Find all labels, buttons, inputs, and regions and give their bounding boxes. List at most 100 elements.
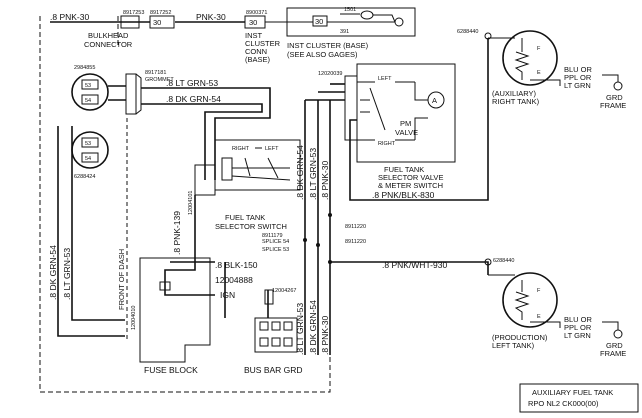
aux-tank-label-2: RIGHT TANK) xyxy=(492,97,540,106)
grd-frame-bot-1: GRD xyxy=(606,341,623,350)
wire-label-pnk-139: .8 PNK-139 xyxy=(172,211,182,255)
fuse-block: .8 BLK-150 12004888 IGN FUSE BLOCK xyxy=(139,257,258,375)
part-num-12004101: 12004101 xyxy=(188,191,194,215)
part-num-8911220-a: 8911220 xyxy=(345,224,366,230)
selector-switch-label-1: FUEL TANK xyxy=(225,213,265,222)
grommet-label: GROMMET xyxy=(145,77,174,83)
wire-label-pnk30-top: .8 PNK-30 xyxy=(50,12,89,22)
terminal-1501: 1501 xyxy=(344,7,356,13)
wires-grommet: .8 LT GRN-53 .8 DK GRN-54 xyxy=(108,78,271,180)
blu-or-top-1: BLU OR xyxy=(564,65,593,74)
fuse-block-label: FUSE BLOCK xyxy=(144,365,198,375)
wire-label-dk-grn-54: .8 DK GRN-54 xyxy=(166,94,221,104)
part-num-12004888: 12004888 xyxy=(215,275,253,285)
prod-tank-sender: F E BLU OR PPL OR LT GRN GRD FRAME (PROD… xyxy=(488,272,626,358)
connector-2984855: 2984855 53 54 xyxy=(71,65,109,111)
part-num-8917181: 8917181 xyxy=(145,70,166,76)
terminal-54-top: 54 xyxy=(85,98,91,104)
grd-frame-top-2: FRAME xyxy=(600,101,626,110)
part-num-6288440-bot: 6288440 xyxy=(493,258,514,264)
bulkhead-label-2: CONNECTOR xyxy=(84,40,133,49)
sender-f-top: F xyxy=(537,46,541,52)
fuel-tank-selector-switch: RIGHT LEFT 12004101 FUEL TANK SELECTOR S… xyxy=(188,139,301,231)
selector-valve-meter-switch: 12020039 LEFT RIGHT A PM VALVE FUEL TANK… xyxy=(318,63,456,190)
wire-label-pnk-blk-830: .8 PNK/BLK-830 xyxy=(372,190,435,200)
splice-54: SPLICE 54 xyxy=(262,239,289,245)
blu-or-bot-3: LT GRN xyxy=(564,331,591,340)
inst-cluster-gauge: 30 1501 391 INST CLUSTER (BASE) (SEE ALS… xyxy=(265,7,416,59)
wire-label-dk-grn-54-vert: .8 DK GRN-54 xyxy=(48,245,58,300)
prod-tank-label-1: (PRODUCTION) xyxy=(492,333,548,342)
terminal-53-bot: 53 xyxy=(85,141,91,147)
selector-valve-label-2: SELECTOR VALVE xyxy=(378,173,443,182)
part-num-12004267: 12004267 xyxy=(272,288,296,294)
wire-label-pnk-30-right: .8 PNK-30 xyxy=(320,161,330,200)
wires-left-vertical: .8 LT GRN-53 .8 DK GRN-54 xyxy=(48,126,125,337)
part-num-6288424: 6288424 xyxy=(74,174,95,180)
terminal-30-cluster: 30 xyxy=(315,17,323,26)
front-of-dash: FRONT OF DASH 12004010 xyxy=(117,118,137,340)
selector-valve-label-3: & METER SWITCH xyxy=(378,181,443,190)
prod-tank-label-2: LEFT TANK) xyxy=(492,341,535,350)
wire-label-pnk-30-bottom: .8 PNK-30 xyxy=(320,316,330,355)
part-num-8917253: 8917253 xyxy=(123,10,144,16)
bus-bar-grd: 12004267 BUS BAR GRD xyxy=(224,262,303,375)
wire-label-lt-grn-53-right: .8 LT GRN-53 xyxy=(308,148,318,200)
part-num-2984855: 2984855 xyxy=(74,65,95,71)
inst-conn-label-4: (BASE) xyxy=(245,55,271,64)
wire-label-pnk30-mid: PNK-30 xyxy=(196,12,226,22)
wires-middle-vertical: .8 DK GRN-54 .8 LT GRN-53 .8 PNK-30 .8 L… xyxy=(262,83,366,355)
grd-frame-bot-2: FRAME xyxy=(600,349,626,358)
pm-valve-label-2: VALVE xyxy=(395,128,418,137)
bulkhead-connector: 30 8917253 8917252 BULKHEAD CONNECTOR xyxy=(84,10,175,49)
inst-conn-label-3: CONN xyxy=(245,47,267,56)
inst-cluster-connector: 30 8900371 INST CLUSTER CONN (BASE) xyxy=(244,10,281,64)
part-num-12020039: 12020039 xyxy=(318,71,342,77)
wire-label-dk-grn-54-right: .8 DK GRN-54 xyxy=(295,145,305,200)
selector-right-label: RIGHT xyxy=(232,146,250,152)
title-line-2: RPO NL2 CK000(00) xyxy=(528,399,599,408)
wire-pnk-wht-930: .8 PNK/WHT-930 6288440 xyxy=(330,258,514,275)
terminal-54-bot: 54 xyxy=(85,156,91,162)
wire-label-lt-grn-53: .8 LT GRN-53 xyxy=(166,78,218,88)
inst-conn-label-1: INST xyxy=(245,31,263,40)
bus-bar-label: BUS BAR GRD xyxy=(244,365,303,375)
blu-or-top-2: PPL OR xyxy=(564,73,592,82)
splice-53: SPLICE 53 xyxy=(262,247,289,253)
sender-f-bot: F xyxy=(537,288,541,294)
selector-valve-label-1: FUEL TANK xyxy=(384,165,424,174)
ammeter-label: A xyxy=(432,96,437,105)
part-num-6288440-top: 6288440 xyxy=(457,29,478,35)
inst-cluster-label-2: (SEE ALSO GAGES) xyxy=(287,50,358,59)
wire-label-lt-grn-53-bottom: .8 LT GRN-53 xyxy=(295,303,305,355)
part-num-8911179: 8911179 xyxy=(262,233,283,239)
terminal-30-bulkhead: 30 xyxy=(153,18,161,27)
aux-tank-sender: F E BLU OR PPL OR LT GRN GRD FRAME (AUXI… xyxy=(488,30,626,110)
blu-or-top-3: LT GRN xyxy=(564,81,591,90)
sender-e-bot: E xyxy=(537,314,541,320)
grd-frame-top-1: GRD xyxy=(606,93,623,102)
ign-label: IGN xyxy=(220,290,235,300)
bulkhead-label-1: BULKHEAD xyxy=(88,31,129,40)
wire-pnk-30-top: .8 PNK-30 PNK-30 xyxy=(50,12,245,23)
part-num-8911220-b: 8911220 xyxy=(345,239,366,245)
blu-or-bot-2: PPL OR xyxy=(564,323,592,332)
terminal-30-conn: 30 xyxy=(249,18,257,27)
blu-or-bot-1: BLU OR xyxy=(564,315,593,324)
sender-e-top: E xyxy=(537,70,541,76)
part-num-8917252: 8917252 xyxy=(150,10,171,16)
pm-valve-label-1: PM xyxy=(400,119,411,128)
inst-conn-label-2: CLUSTER xyxy=(245,39,281,48)
valve-left-label: LEFT xyxy=(378,76,392,82)
connector-6288424: 53 54 6288424 xyxy=(71,131,109,180)
wire-label-lt-grn-53-vert: .8 LT GRN-53 xyxy=(62,248,72,300)
selector-left-label: LEFT xyxy=(265,146,279,152)
wire-label-pnk-wht-930: .8 PNK/WHT-930 xyxy=(382,260,447,270)
part-num-8900371: 8900371 xyxy=(246,10,267,16)
wire-pnk-139: .8 PNK-139 xyxy=(164,195,196,288)
selector-switch-label-2: SELECTOR SWITCH xyxy=(215,222,287,231)
title-line-1: AUXILIARY FUEL TANK xyxy=(532,388,613,397)
front-of-dash-label: FRONT OF DASH xyxy=(117,249,126,310)
